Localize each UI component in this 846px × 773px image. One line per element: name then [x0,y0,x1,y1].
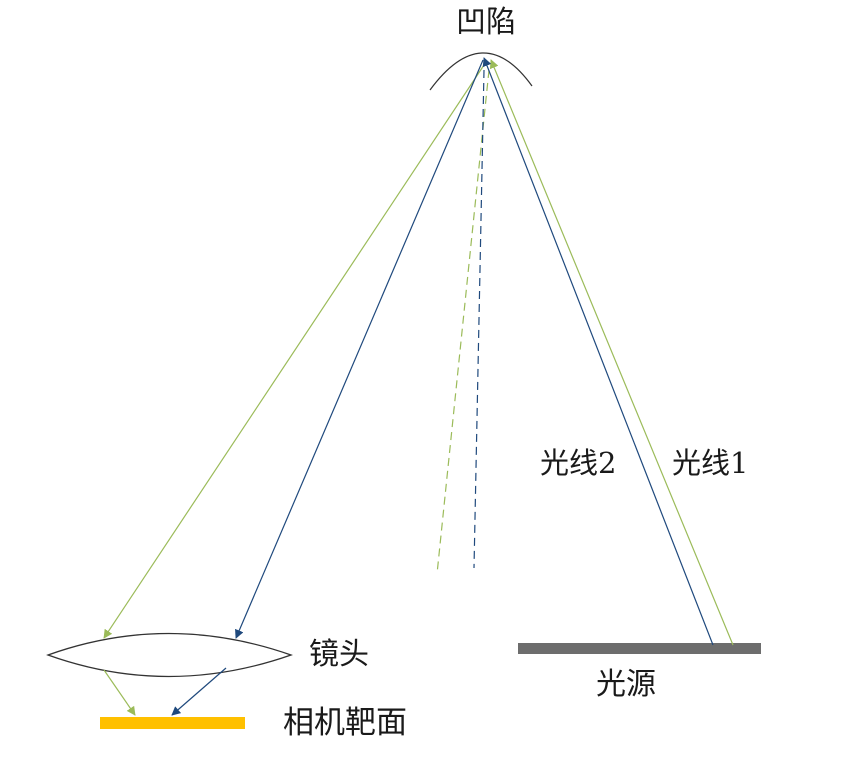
light-source-bar [518,643,761,654]
camera-target-label: 相机靶面 [283,705,407,741]
ray2-incident [482,57,714,646]
lens-shape [46,632,293,678]
dent-arc [429,52,533,91]
ray2-label: 光线2 [540,446,617,480]
ray1-reflected [103,61,487,639]
ray1-normal-dashed [436,69,490,575]
ray1-refracted [103,669,136,716]
ray2-normal-dashed [473,69,485,569]
ray2-refracted [171,667,227,716]
camera-target-bar [100,717,245,729]
ray1-incident [489,59,734,646]
dent-label: 凹陷 [456,5,516,40]
ray2-reflected [235,59,484,639]
lens-label: 镜头 [309,637,369,672]
ray1-label: 光线1 [672,446,749,480]
light-source-label: 光源 [596,667,656,702]
